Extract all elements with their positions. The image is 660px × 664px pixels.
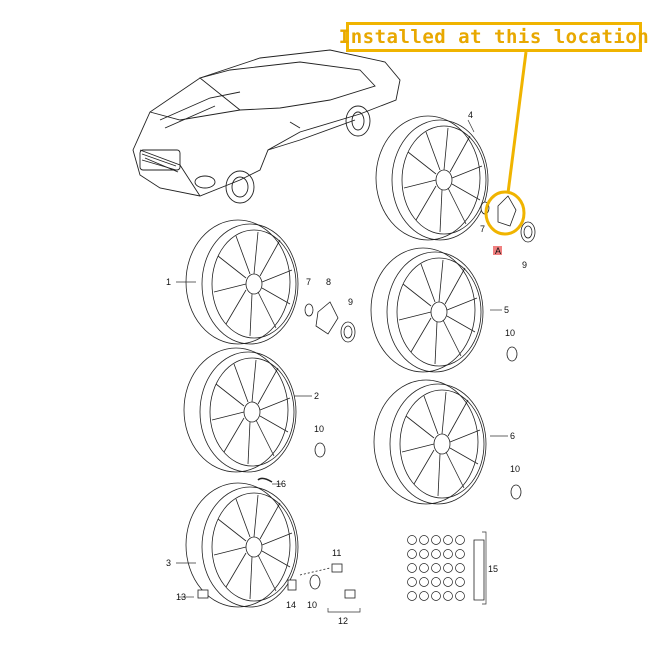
part-labels: 4 7 9 1 7 8 9 5 10 2 10 6 10 16 11 3 15 …	[166, 110, 527, 626]
label-9b: 9	[348, 297, 353, 307]
label-5: 5	[504, 305, 509, 315]
car-illustration-icon	[132, 49, 401, 204]
label-15: 15	[488, 564, 498, 574]
label-10d: 10	[307, 600, 317, 610]
bracket-15	[482, 531, 487, 605]
marker-label: A	[495, 246, 501, 256]
label-6: 6	[510, 431, 515, 441]
lug-nut-icon	[407, 535, 465, 601]
wheel-rim-icon	[183, 347, 297, 473]
label-4: 4	[468, 110, 473, 120]
label-12: 12	[338, 616, 348, 626]
callout-text: Installed at this location	[338, 26, 650, 48]
label-14: 14	[286, 600, 296, 610]
balance-wire	[257, 477, 273, 483]
center-cap-icon	[309, 346, 522, 590]
label-1: 1	[166, 277, 171, 287]
label-8: 8	[326, 277, 331, 287]
label-10b: 10	[314, 424, 324, 434]
label-10a: 10	[505, 328, 515, 338]
label-10c: 10	[510, 464, 520, 474]
wheel-rim-icon	[185, 219, 299, 345]
highlight-ring	[484, 190, 526, 236]
label-3: 3	[166, 558, 171, 568]
label-7a: 7	[480, 224, 485, 234]
label-9a: 9	[522, 260, 527, 270]
wheel-rim-icon	[370, 247, 484, 373]
marker-box	[493, 246, 502, 255]
label-2: 2	[314, 391, 319, 401]
wheel-lock-key-icon	[473, 539, 485, 601]
label-11: 11	[332, 548, 341, 558]
valve-stem-icon	[197, 563, 356, 599]
center-cap-icon	[304, 301, 356, 343]
label-13: 13	[176, 592, 186, 602]
label-16: 16	[276, 479, 286, 489]
wheel-rim-icon	[375, 115, 489, 241]
callout-box: Installed at this location	[339, 22, 649, 52]
label-7b: 7	[306, 277, 311, 287]
bracket-12	[327, 608, 361, 613]
callout-leader-line	[506, 51, 528, 194]
leader-lines	[176, 119, 508, 598]
wheel-rim-icon	[373, 379, 487, 505]
wheel-rim-icon	[185, 482, 299, 608]
